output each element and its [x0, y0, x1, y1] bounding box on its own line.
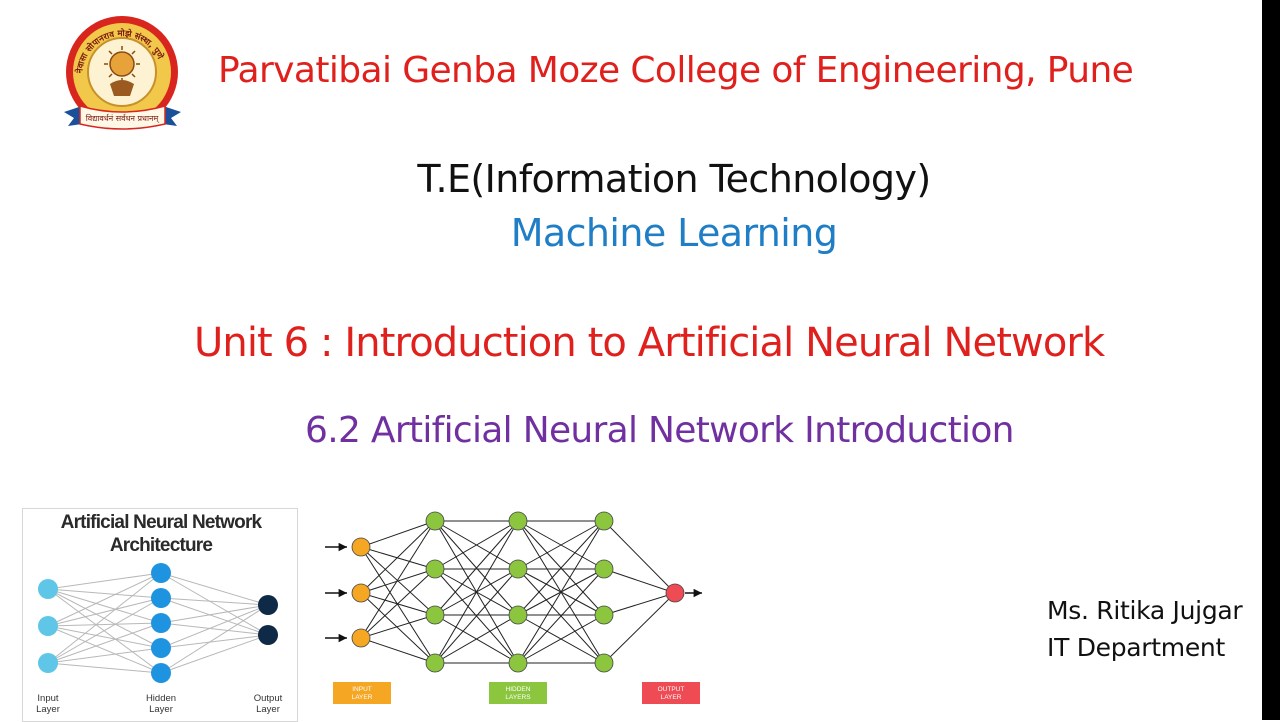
input-neuron [351, 583, 371, 603]
connection-edge [47, 622, 162, 627]
connection-edge [160, 572, 269, 606]
hidden-neuron [151, 563, 171, 583]
output-neuron [258, 625, 278, 645]
hidden-neuron [425, 559, 445, 579]
college-name: Parvatibai Genba Moze College of Enginee… [218, 50, 1134, 91]
connection-edge [360, 546, 436, 664]
connection-edge [603, 592, 676, 616]
connection-edge [517, 568, 605, 664]
connection-edge [360, 592, 436, 664]
hidden-neuron [425, 605, 445, 625]
svg-text:विद्यावर्धनं सर्वधन प्रधानम्: विद्यावर्धनं सर्वधन प्रधानम् [86, 113, 161, 124]
connection-edge [434, 520, 519, 570]
connection-edge [47, 647, 162, 664]
connection-edge [47, 625, 162, 649]
connection-edge [603, 520, 676, 594]
hidden-neuron [151, 663, 171, 683]
unit-title: Unit 6 : Introduction to Artificial Neur… [194, 320, 1105, 366]
input-neuron [38, 616, 58, 636]
hidden-legend-box [489, 682, 547, 704]
connection-edge [160, 597, 269, 606]
hidden-neuron [425, 653, 445, 673]
connection-edge [360, 520, 436, 639]
input-legend-box [333, 682, 391, 704]
hidden-neuron [594, 559, 614, 579]
connection-edge [434, 568, 519, 664]
ann-architecture-figure: Artificial Neural Network Architecture I… [22, 508, 298, 722]
connection-edge [517, 614, 605, 664]
connection-edge [434, 520, 519, 664]
author-name: Ms. Ritika Jujgar [1047, 596, 1243, 625]
connection-edge [603, 568, 676, 594]
connection-edge [160, 604, 269, 649]
connection-edge [360, 568, 436, 639]
slide-right-border [1262, 0, 1280, 720]
connection-edge [160, 597, 269, 636]
connection-edge [517, 520, 605, 616]
output-neuron [258, 595, 278, 615]
course-title: T.E(Information Technology) [417, 157, 931, 201]
connection-edge [160, 604, 269, 674]
author-department: IT Department [1047, 633, 1225, 662]
connection-edge [47, 572, 162, 664]
connection-edge [360, 614, 436, 639]
input-neuron [38, 653, 58, 673]
connection-edge [360, 520, 436, 548]
connection-edge [517, 520, 605, 570]
hidden-neuron [508, 653, 528, 673]
hidden-neuron [425, 511, 445, 531]
connection-edge [160, 572, 269, 636]
topic-title: 6.2 Artificial Neural Network Introducti… [305, 410, 1014, 451]
connection-edge [434, 520, 519, 616]
ann-architecture-title: Artificial Neural Network Architecture [60, 512, 262, 556]
connection-edge [47, 588, 162, 624]
hidden-neuron [594, 511, 614, 531]
output-legend-box [642, 682, 700, 704]
connection-edge [360, 546, 436, 570]
input-neuron [38, 579, 58, 599]
connection-edge [517, 520, 605, 664]
hidden-neuron [508, 559, 528, 579]
connection-edge [47, 588, 162, 599]
connection-edge [434, 614, 519, 664]
connection-edge [360, 637, 436, 664]
connection-edge [160, 604, 269, 624]
output-neuron [665, 583, 685, 603]
connection-edge [160, 634, 269, 674]
college-logo: नेवासा सोपानराव मोझे संस्था, पुणे विद्या… [60, 14, 185, 136]
connection-edge [47, 597, 162, 664]
connection-edge [160, 622, 269, 636]
connection-edge [360, 520, 436, 594]
hidden-neuron [151, 588, 171, 608]
subject-title: Machine Learning [510, 211, 838, 255]
hidden-neuron [594, 605, 614, 625]
hidden-neuron [508, 511, 528, 531]
hidden-neuron [151, 613, 171, 633]
connection-edge [47, 597, 162, 627]
connection-edge [47, 622, 162, 664]
connection-edge [360, 568, 436, 594]
connection-edge [160, 634, 269, 649]
hidden-neuron [151, 638, 171, 658]
input-neuron [351, 628, 371, 648]
connection-edge [47, 625, 162, 674]
author-block: Ms. Ritika Jujgar IT Department [1047, 592, 1243, 666]
connection-edge [47, 572, 162, 627]
input-neuron [351, 537, 371, 557]
hidden-neuron [508, 605, 528, 625]
connection-edge [47, 572, 162, 590]
connection-edge [603, 592, 676, 664]
hidden-neuron [594, 653, 614, 673]
connection-edge [47, 662, 162, 674]
